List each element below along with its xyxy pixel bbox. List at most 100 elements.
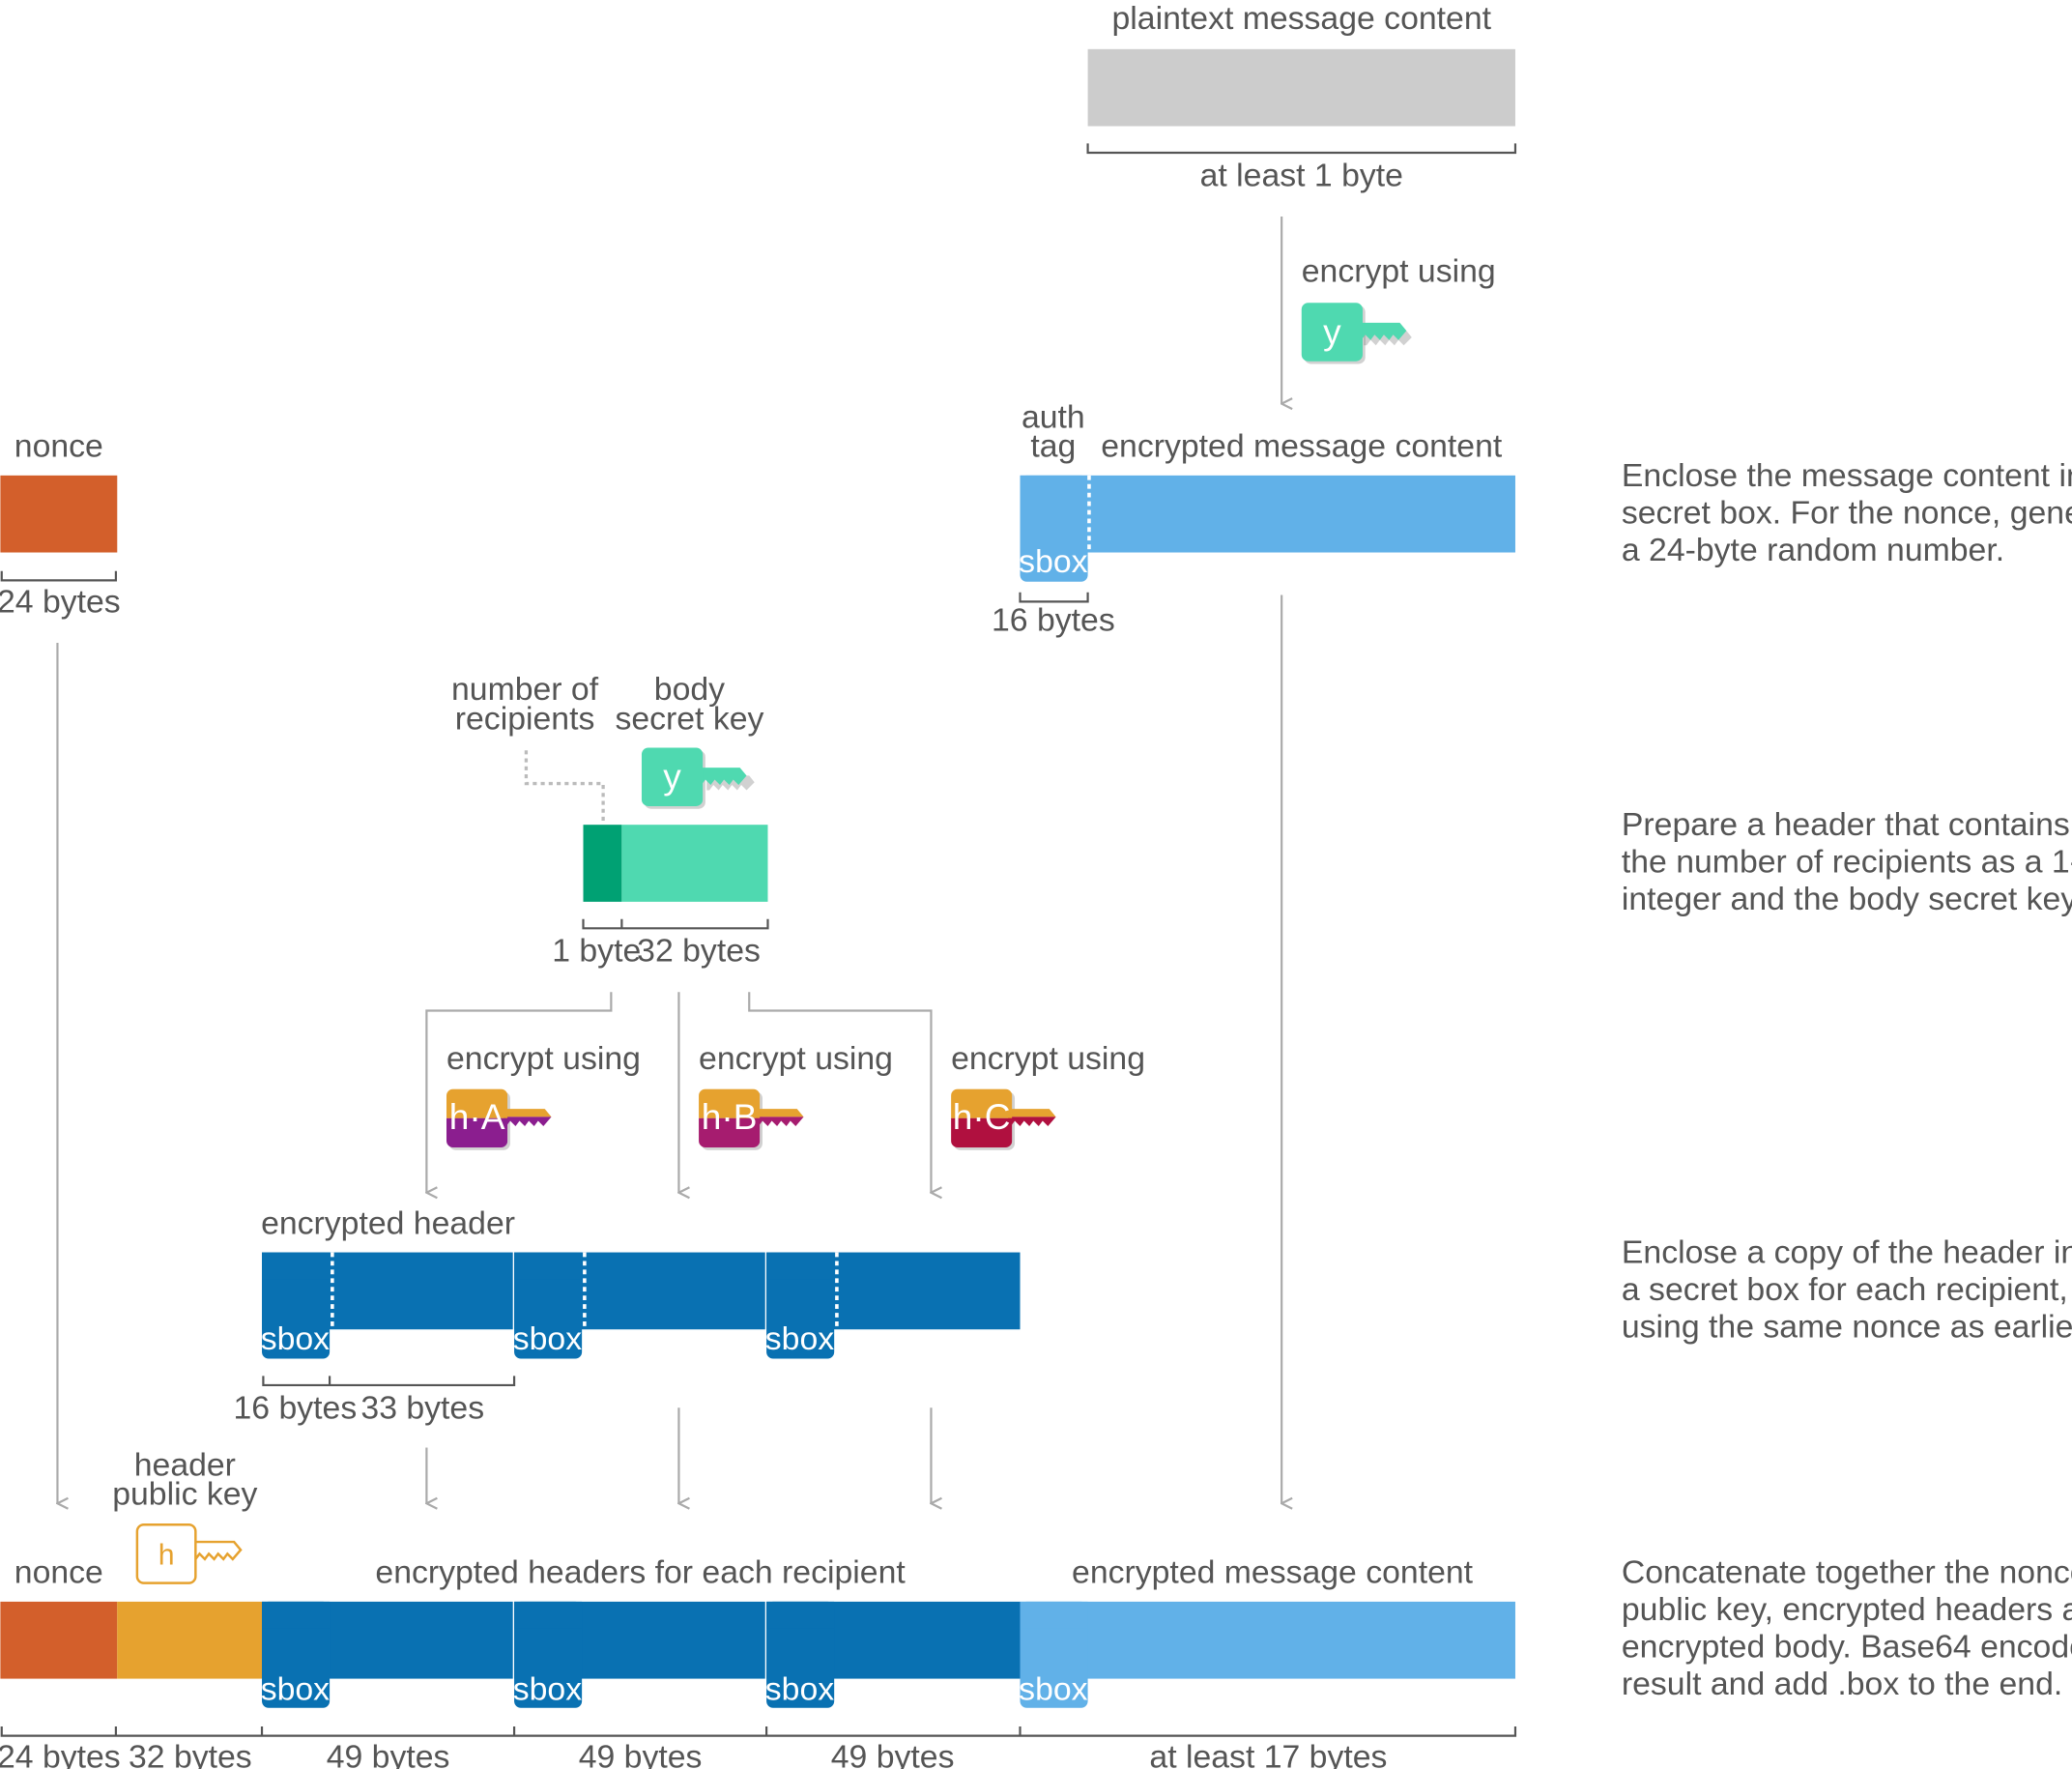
key-icon-hB: h·B	[699, 1088, 804, 1150]
final-sbox-label-A: sbox	[261, 1671, 330, 1708]
key-hB-head-top	[699, 1088, 761, 1118]
step2-header: number of recipients body secret key y 1…	[451, 671, 769, 970]
final-sbox-B-fill	[514, 1601, 583, 1629]
step3-description: Enclose a copy of the header into a secr…	[1622, 1234, 2072, 1346]
encrypt-using-label-B: encrypt using	[699, 1040, 893, 1077]
header-sbox-A-fill	[262, 1252, 331, 1280]
key-icon-body-y: y	[1301, 303, 1412, 364]
desc4-line2: public key, encrypted headers and	[1622, 1591, 2072, 1628]
key-y-head	[1301, 303, 1363, 362]
step1-description: Enclose the message content in a secret …	[1622, 457, 2072, 568]
desc3-line1: Enclose a copy of the header into	[1622, 1234, 2072, 1271]
key-secret-blade	[699, 768, 747, 785]
nonce-block-final	[0, 1601, 118, 1679]
size-33-bytes: 33 bytes	[360, 1389, 484, 1426]
key-hA-blade-top	[504, 1109, 552, 1117]
step2-description: Prepare a header that contains the numbe…	[1622, 806, 2072, 917]
headers-label-final: encrypted headers for each recipient	[375, 1554, 906, 1591]
desc1-line3: a 24-byte random number.	[1622, 532, 2004, 568]
header-sbox-B	[514, 1252, 583, 1359]
step3-encrypted-headers: encrypted header sbox sbox sbox 16 bytes…	[234, 1204, 1021, 1426]
key-secret-label: y	[663, 756, 681, 797]
key-h-label: h	[158, 1539, 175, 1571]
key-hC-label: h·C	[953, 1096, 1011, 1137]
key-icon-secret-y: y	[641, 747, 755, 809]
key-hA-head-top	[446, 1088, 508, 1118]
key-hA-blade-bottom	[504, 1116, 552, 1127]
final-sbox-label-C: sbox	[765, 1671, 834, 1708]
final-content-block	[1020, 1601, 1515, 1679]
size-16-bytes: 16 bytes	[234, 1389, 358, 1426]
step4-description: Concatenate together the nonce, header p…	[1622, 1554, 2072, 1702]
key-hB-blade-bottom	[756, 1116, 804, 1127]
step1-nonce: nonce 24 bytes	[0, 428, 121, 621]
key-hA-head-bottom	[446, 1117, 508, 1148]
nonce-label-top: nonce	[14, 428, 103, 465]
key-h-head	[135, 1522, 197, 1584]
step4-final-message: header public key h nonce encrypted head…	[0, 1446, 1517, 1769]
desc3-line3: using the same nonce as earlier.	[1622, 1308, 2072, 1345]
key-hA-label: h·A	[449, 1096, 505, 1137]
key-hB-label: h·B	[702, 1096, 758, 1137]
desc4-line1: Concatenate together the nonce, header	[1622, 1554, 2072, 1591]
final-size-bracket	[0, 1726, 1517, 1737]
key-icon-hC: h·C	[951, 1088, 1056, 1150]
encrypt-using-label-C: encrypt using	[951, 1040, 1145, 1077]
key-outline-icon-header: h	[135, 1522, 243, 1584]
final-size-header-key: 32 bytes	[129, 1739, 252, 1769]
arrow-header-to-A	[426, 992, 613, 1192]
plaintext-block	[1087, 48, 1515, 127]
header-key-label-1: header	[134, 1446, 236, 1483]
final-content-sbox-fill	[1020, 1601, 1088, 1629]
auth-tag-label-2: tag	[1030, 428, 1076, 465]
step1-plaintext: plaintext message content at least 1 byt…	[1086, 0, 1517, 193]
recipients-count-block	[583, 825, 622, 902]
key-hB-head-bottom	[699, 1117, 761, 1148]
encrypt-using-label-body: encrypt using	[1302, 252, 1496, 289]
header-sbox-B-fill	[514, 1252, 583, 1280]
final-sbox-A-fill	[262, 1601, 331, 1629]
desc1-line1: Enclose the message content in a	[1622, 457, 2072, 494]
auth-tag-sbox-fill	[1020, 475, 1088, 503]
recipients-label-1: number of	[451, 671, 599, 708]
sbox-label-B: sbox	[513, 1320, 582, 1357]
header-sbox-A	[262, 1252, 331, 1359]
final-sbox-label-B: sbox	[513, 1671, 582, 1708]
header-key-block-final	[117, 1601, 263, 1679]
key-secret-head	[641, 747, 704, 806]
final-size-header-A: 49 bytes	[327, 1739, 450, 1769]
final-sbox-label-content: sbox	[1019, 1671, 1087, 1708]
encrypt-using-label-A: encrypt using	[446, 1040, 641, 1077]
recipients-label-2: recipients	[455, 700, 595, 737]
key-y-label: y	[1323, 311, 1341, 352]
encrypted-header-label: encrypted header	[261, 1204, 515, 1241]
step1-encrypted: auth tag encrypted message content sbox …	[992, 398, 1515, 639]
final-size-nonce: 24 bytes	[0, 1739, 121, 1769]
key-hC-head-top	[951, 1088, 1013, 1118]
sbox-label-content: sbox	[1019, 543, 1087, 580]
arrow-header-to-C	[748, 992, 931, 1192]
plaintext-label: plaintext message content	[1112, 0, 1492, 37]
desc2-line1: Prepare a header that contains	[1622, 806, 2070, 843]
desc4-line4: result and add .box to the end.	[1622, 1666, 2062, 1702]
secret-key-label-1: body	[654, 671, 725, 708]
auth-tag-label-1: auth	[1022, 398, 1085, 435]
final-sbox-C-fill	[766, 1601, 835, 1629]
size-32-bytes: 32 bytes	[637, 933, 761, 970]
desc3-line2: a secret box for each recipient,	[1622, 1271, 2068, 1308]
key-icon-hA: h·A	[446, 1088, 552, 1150]
header-sbox-C	[766, 1252, 835, 1359]
desc2-line2: the number of recipients as a 1-byte	[1622, 844, 2072, 881]
auth-tag-size-label: 16 bytes	[992, 602, 1115, 639]
desc1-line2: secret box. For the nonce, generate	[1622, 494, 2072, 531]
header-size-bracket	[582, 918, 769, 930]
size-1-byte: 1 byte	[552, 933, 641, 970]
plaintext-size-label: at least 1 byte	[1200, 157, 1403, 193]
nonce-label-final: nonce	[14, 1554, 103, 1591]
secret-key-block	[621, 825, 768, 902]
encrypted-header-size-bracket	[262, 1376, 516, 1387]
plaintext-size-bracket	[1086, 143, 1517, 155]
final-size-header-C: 49 bytes	[831, 1739, 955, 1769]
encrypted-content-block	[1020, 475, 1515, 553]
desc4-line3: encrypted body. Base64 encode the	[1622, 1629, 2072, 1666]
